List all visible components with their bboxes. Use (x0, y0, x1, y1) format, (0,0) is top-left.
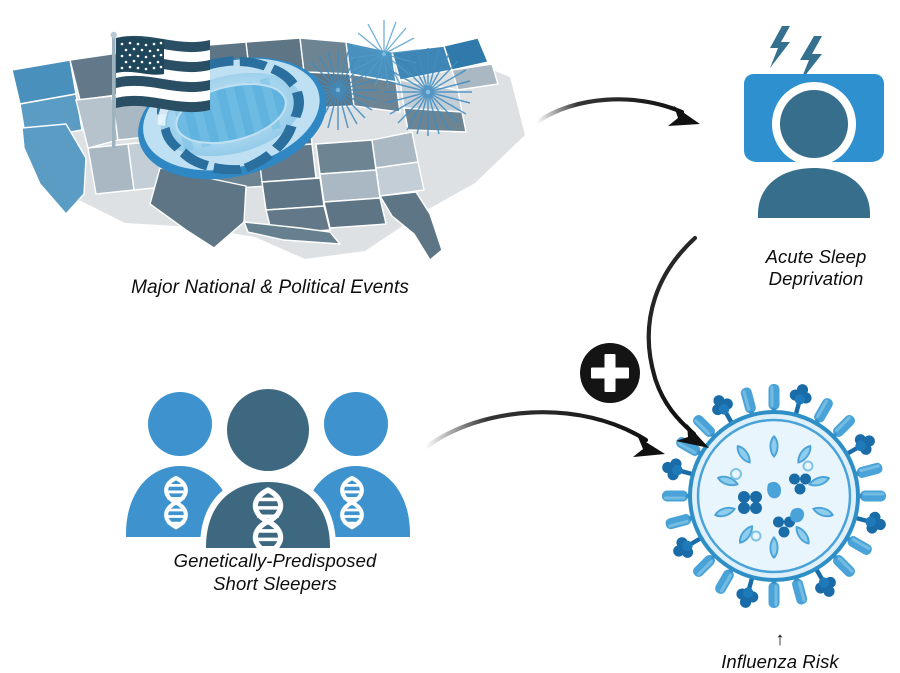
arrow-events-to-sleep (534, 97, 700, 126)
lightning-bolt-icon (770, 26, 822, 82)
risk-up-arrow-icon: ↑ (775, 628, 785, 649)
influenza-risk-caption: ↑ Influenza Risk (660, 604, 900, 673)
risk-label: Influenza Risk (721, 651, 839, 672)
person-center-icon (200, 383, 336, 553)
firework-burst-3 (384, 48, 472, 136)
virus-core (712, 435, 836, 559)
plus-combiner-badge (579, 342, 641, 404)
short-sleepers-illustration (118, 382, 428, 547)
arrow-sleepers-to-influenza (422, 410, 665, 457)
firework-burst-2 (349, 20, 419, 89)
american-flag-icon (110, 31, 210, 148)
sleeping-person-icon (750, 82, 878, 224)
events-illustration (0, 8, 545, 270)
plus-icon (591, 354, 629, 392)
sleep-deprivation-caption: Acute Sleep Deprivation (765, 246, 867, 289)
diagram-canvas: Major National & Political Events Acute … (0, 8, 900, 672)
events-caption: Major National & Political Events (131, 277, 409, 298)
short-sleepers-caption: Genetically-Predisposed Short Sleepers (173, 550, 377, 594)
influenza-virus-illustration (659, 381, 889, 611)
sleep-deprivation-illustration (726, 18, 900, 243)
